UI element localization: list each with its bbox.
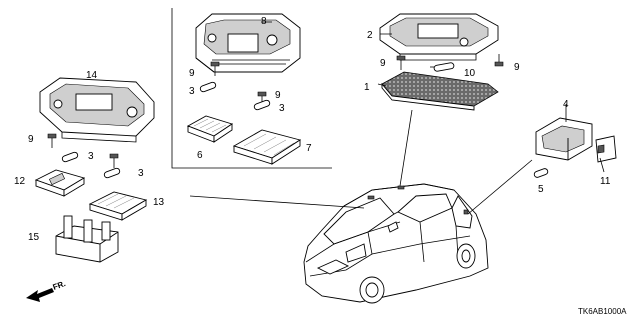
bulb-3b[interactable] <box>253 99 271 111</box>
callout-9e: 9 <box>28 134 34 145</box>
part-1-roof-light-lens[interactable] <box>381 71 499 111</box>
callout-1: 1 <box>364 82 370 93</box>
callout-2: 2 <box>367 30 373 41</box>
part-12-lens[interactable] <box>34 169 86 197</box>
bulb-3a[interactable] <box>199 81 217 93</box>
callout-9b: 9 <box>275 90 281 101</box>
callout-6: 6 <box>197 150 203 161</box>
bulb-3d[interactable] <box>103 167 121 179</box>
callout-10: 10 <box>464 68 476 79</box>
callout-3a: 3 <box>189 86 195 97</box>
callout-9c: 9 <box>380 58 386 69</box>
part-11-clip[interactable] <box>595 135 617 163</box>
callout-3d: 3 <box>138 168 144 179</box>
callout-12: 12 <box>14 176 26 187</box>
group-frame <box>171 8 332 169</box>
callout-4: 4 <box>563 99 569 110</box>
callout-13: 13 <box>153 197 165 208</box>
bolt-9a[interactable] <box>210 61 220 76</box>
bulb-3c[interactable] <box>61 151 79 163</box>
part-7-lens[interactable] <box>232 129 302 165</box>
bolt-9e[interactable] <box>47 133 57 148</box>
callout-labels: 8 9 3 9 3 6 7 2 9 10 9 1 14 9 3 3 12 13 … <box>14 16 611 243</box>
callout-3b: 3 <box>279 103 285 114</box>
bolt-9f[interactable] <box>109 153 119 168</box>
leader-lines <box>189 21 605 215</box>
callout-7: 7 <box>306 143 312 154</box>
vehicle-illustration <box>303 183 489 304</box>
diagram-code: TK6AB1000A <box>578 307 627 316</box>
part-4-cargo-light[interactable] <box>535 117 593 161</box>
part-10-bulb[interactable] <box>430 62 455 72</box>
part-15-holder[interactable] <box>55 215 119 263</box>
front-direction-label: FR. <box>52 279 67 292</box>
callout-14: 14 <box>86 70 98 81</box>
front-direction-arrow: FR. <box>26 279 67 302</box>
bolt-9c[interactable] <box>396 55 406 70</box>
callout-15: 15 <box>28 232 40 243</box>
callout-8: 8 <box>261 16 267 27</box>
bolt-9d[interactable] <box>494 54 504 67</box>
callout-5: 5 <box>538 184 544 195</box>
part-14-map-light-base[interactable] <box>39 77 155 143</box>
callout-9a: 9 <box>189 68 195 79</box>
part-6-lens[interactable] <box>186 115 234 143</box>
part-8-map-light-base[interactable] <box>195 13 301 73</box>
part-2-roof-light-base[interactable] <box>379 13 499 61</box>
callout-9d: 9 <box>514 62 520 73</box>
part-5-bulb[interactable] <box>533 168 549 178</box>
part-13-lens[interactable] <box>88 191 148 221</box>
callout-3c: 3 <box>88 151 94 162</box>
callout-11: 11 <box>600 176 611 187</box>
